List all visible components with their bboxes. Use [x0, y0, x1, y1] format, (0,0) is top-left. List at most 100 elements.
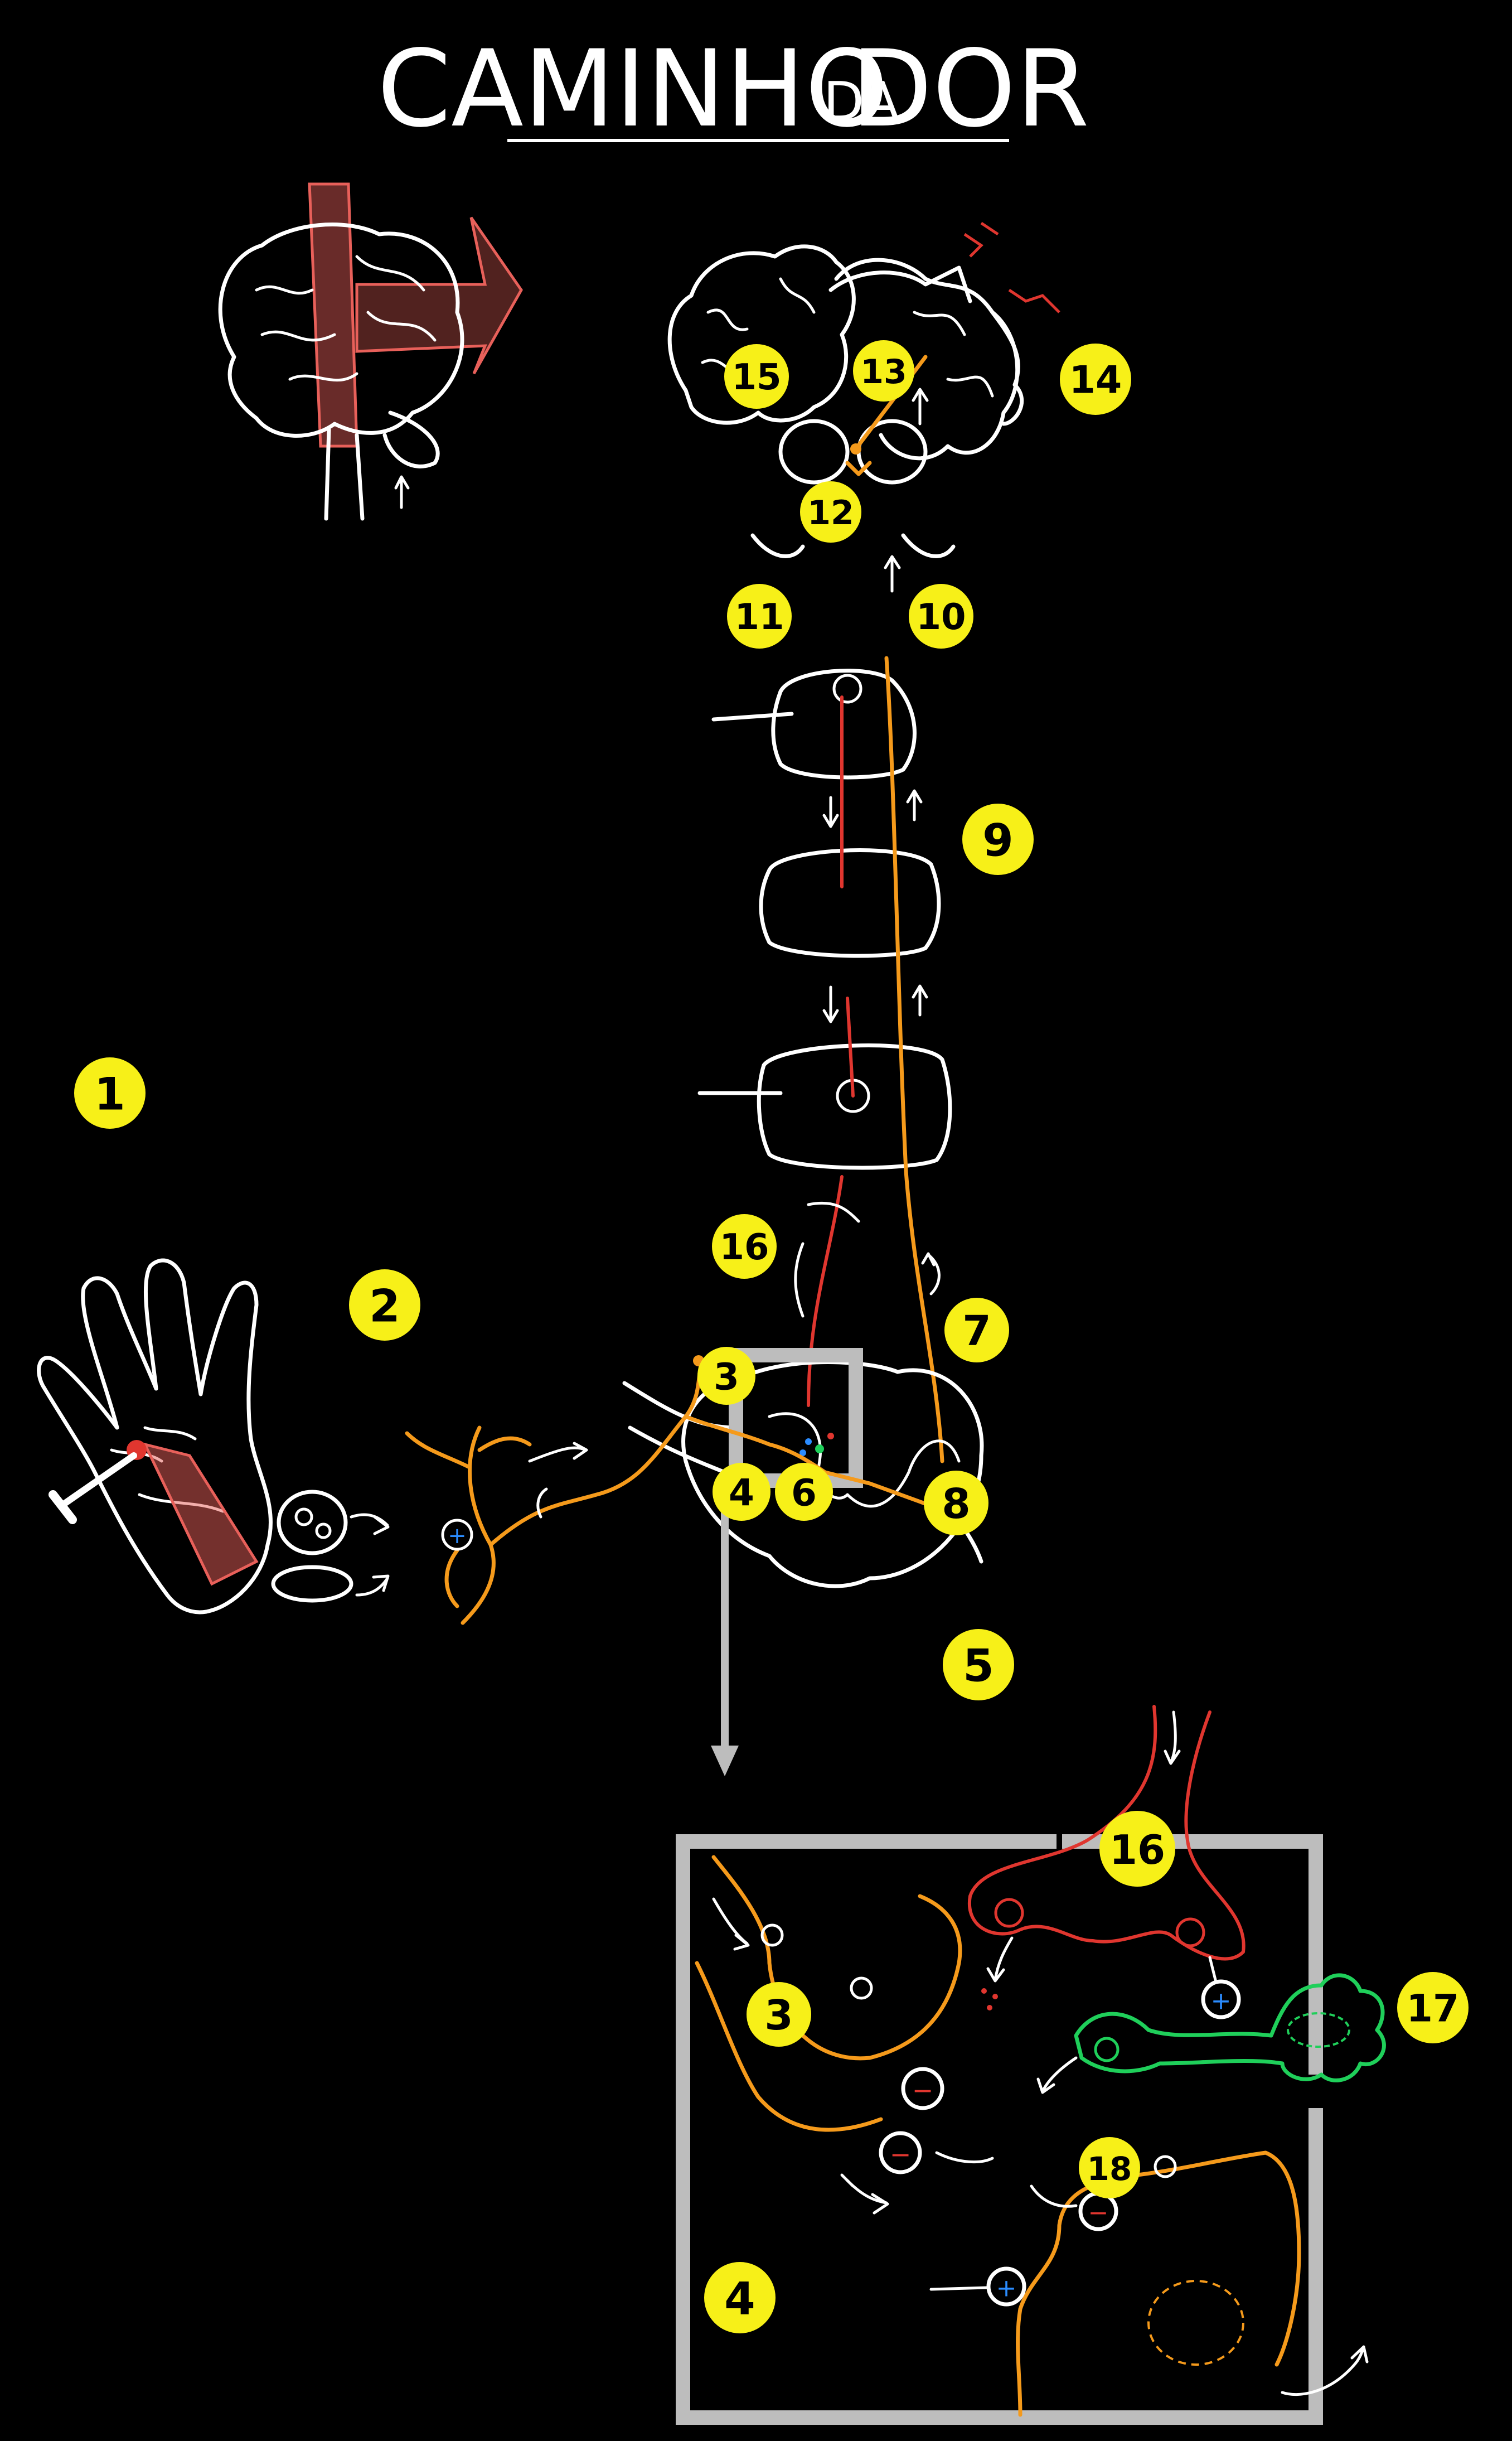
badge-3: 3: [697, 1347, 755, 1405]
brainstem-arrow-icon: [884, 555, 901, 593]
badge-9-label: 9: [982, 815, 1014, 867]
badge-17-zoom: 17: [1397, 1972, 1469, 2043]
face-profile-icon: [990, 310, 1024, 426]
badge-16-zoom-label: 16: [1109, 1826, 1165, 1873]
descending-terminal-red: [967, 1705, 1246, 1961]
pain-zoom-wedge: [142, 1442, 259, 1586]
badge-16: 16: [712, 1214, 777, 1279]
page-title: CAMINHO DA DOR: [377, 27, 1089, 151]
badge-15: 15: [724, 344, 789, 409]
brain-icon: [218, 182, 523, 521]
thalamus-relay-node: [850, 443, 861, 455]
red-vesicle-2: [1175, 1917, 1205, 1947]
primary-afferent-fiber: [405, 1359, 933, 1625]
spinal-cord-outline: [681, 1360, 984, 1588]
descending-pathway-fiber: [807, 695, 855, 1407]
left-hemisphere: [667, 244, 856, 425]
ascending-arrow-icon: [912, 388, 929, 426]
brainstem-arrow-icon: [394, 475, 410, 509]
descending-arrow-zoom-icon: [1164, 1710, 1181, 1765]
badge-16-zoom: 16: [1099, 1811, 1175, 1887]
inhibitory-interneuron: [1074, 1973, 1386, 2082]
neurotransmitter-dot-2: [799, 1449, 806, 1456]
aqueduct-top: [832, 674, 862, 704]
ascending-arrow-1-icon: [906, 789, 923, 821]
badge-11-label: 11: [734, 597, 784, 638]
ascending-arrow-7-icon: [921, 1252, 941, 1296]
small-brainstem: [324, 427, 365, 521]
released-transmitter-3: [987, 2005, 992, 2010]
badge-6-label: 6: [791, 1472, 817, 1515]
small-brain-outline: [218, 223, 464, 438]
nail-head: [49, 1490, 77, 1524]
nail-icon: [58, 1452, 137, 1509]
excitatory-receptor-red: [1201, 1979, 1241, 2019]
descending-arrow-2-icon: [822, 985, 839, 1023]
output-arrow-icon: [1281, 2345, 1369, 2396]
green-vesicle: [1094, 2037, 1120, 2062]
badge-11: 11: [727, 584, 792, 649]
afferent-terminal-fiber: [695, 1855, 962, 2132]
inhibitory-receptor-2: [879, 2131, 922, 2174]
synapse-zoom-panel: − − + − +: [676, 1705, 1386, 2425]
badge-3-zoom: 3: [747, 1982, 811, 2047]
badge-10-label: 10: [916, 597, 966, 638]
descending-arrow-1-icon: [822, 796, 839, 828]
left-thalamus: [778, 419, 850, 485]
badge-4: 4: [713, 1463, 770, 1521]
view-direction-arrow-icon: [355, 216, 523, 375]
release-arrow-icon: [986, 1936, 1014, 1983]
badge-2: 2: [349, 1269, 420, 1341]
receptor-link-line-2: [1030, 2184, 1078, 2208]
badge-8-label: 8: [942, 1480, 971, 1528]
title-small-word: DA: [823, 71, 899, 133]
small-brain-folds: [255, 255, 437, 382]
badge-3-zoom-label: 3: [764, 1992, 793, 2039]
badge-5: 5: [943, 1629, 1014, 1700]
badge-2-label: 2: [369, 1280, 400, 1332]
badge-18-zoom-label: 18: [1087, 2150, 1132, 2188]
badge-7: 7: [944, 1298, 1009, 1362]
vesicle-3: [1154, 2155, 1177, 2178]
interneuron-nucleus: [1287, 2012, 1350, 2048]
ascending-arrow-2-icon: [912, 984, 928, 1017]
badge-5-label: 5: [963, 1640, 994, 1692]
badge-10: 10: [909, 584, 973, 649]
vesicle-1: [760, 1923, 784, 1947]
badge-1: 1: [74, 1057, 146, 1129]
hand-outline: [37, 1258, 273, 1615]
receptor-stem-line: [1208, 1956, 1217, 1981]
pointer-line-top: [711, 712, 794, 722]
title-main-word: CAMINHO: [377, 27, 888, 151]
excitatory-receptor-orange: [986, 2266, 1026, 2307]
gray-matter-outline: [768, 1412, 961, 1508]
signal-arrow-1-icon: [528, 1442, 588, 1463]
projection-neuron-nucleus: [1147, 2280, 1244, 2366]
mediator-arrow-1-icon: [350, 1513, 390, 1535]
released-transmitter-2: [992, 1994, 998, 1999]
inhibition-minus-sign-2: −: [890, 2139, 912, 2169]
immune-cell-icon: [271, 1565, 353, 1603]
vesicle-2: [850, 1976, 873, 2000]
excitation-plus-sign-2: +: [996, 2274, 1017, 2303]
excitation-plus-sign-1: +: [1211, 1987, 1232, 2015]
brain-coronal-section: [667, 221, 1060, 593]
title-end-word: DOR: [851, 27, 1089, 151]
badge-1-label: 1: [94, 1069, 125, 1120]
cell-organelle-2: [315, 1522, 332, 1539]
badge-16-label: 16: [719, 1227, 769, 1268]
badge-7-label: 7: [962, 1307, 991, 1355]
pain-sensation-marks-icon: [963, 221, 1060, 313]
badge-8: 8: [924, 1471, 988, 1535]
badge-4-zoom-label: 4: [724, 2273, 755, 2325]
cell-organelle-1: [294, 1507, 313, 1526]
damaged-cell-icon: [277, 1490, 348, 1555]
zoom-down-arrow-icon: [711, 1746, 739, 1776]
receptor-link-line: [935, 2151, 994, 2163]
descending-arrow-16-icon: [794, 1201, 860, 1318]
depolarization-plus-sign: +: [448, 1523, 467, 1549]
signal-arrow-zoom-3-icon: [840, 2173, 855, 2188]
badge-3-label: 3: [714, 1356, 739, 1399]
badge-12-label: 12: [807, 494, 854, 533]
badge-6: 6: [775, 1463, 833, 1521]
